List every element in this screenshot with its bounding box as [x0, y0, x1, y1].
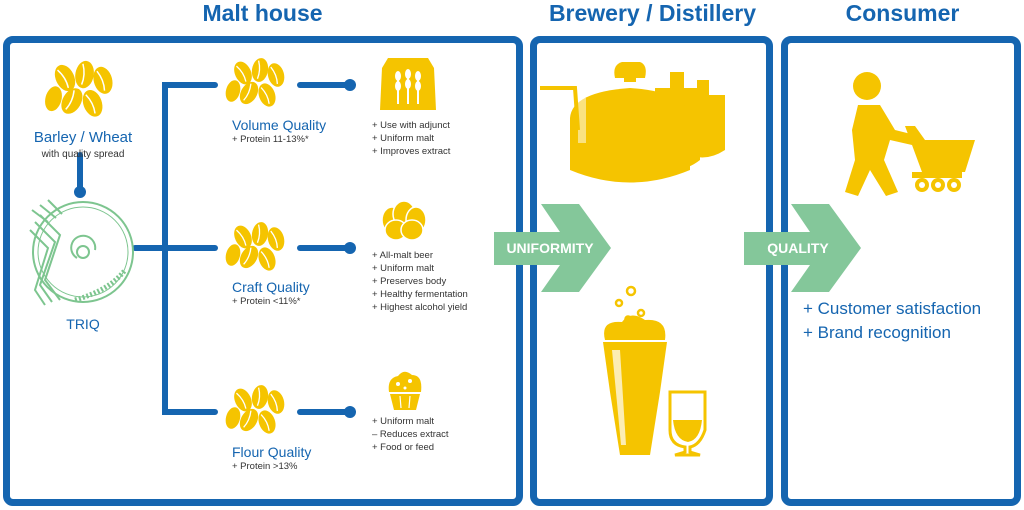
grain-sack-icon: [380, 58, 436, 110]
benefit-item: + Customer satisfaction: [803, 299, 982, 318]
craft-quality-title: Craft Quality: [232, 279, 310, 295]
uniformity-label: UNIFORMITY: [506, 240, 594, 256]
flour-grains-icon: [222, 383, 288, 437]
list-item: + Uniform malt: [372, 133, 435, 144]
craft-quality-bullets: + All-malt beer + Uniform malt + Preserv…: [372, 249, 468, 314]
list-item: – Reduces extract: [372, 429, 449, 440]
whisky-glass-icon: [668, 390, 707, 457]
craft-grains-icon: [222, 220, 288, 274]
beer-glass-icon: [603, 285, 667, 455]
uniformity-arrow: [494, 204, 611, 292]
muffin-icon: [388, 371, 422, 410]
benefit-item: + Brand recognition: [803, 323, 951, 342]
triq-machine-icon: [29, 199, 134, 306]
list-item: + Uniform malt: [372, 263, 435, 274]
list-item: + Healthy fermentation: [372, 289, 468, 300]
brewery-heading: Brewery / Distillery: [548, 0, 757, 26]
list-item: + All-malt beer: [372, 250, 433, 261]
bread-loaf-icon: [381, 200, 427, 241]
list-item: + Uniform malt: [372, 416, 435, 427]
volume-quality-protein: + Protein 11-13%*: [232, 134, 309, 145]
list-item: + Highest alcohol yield: [372, 302, 468, 313]
triq-label: TRIQ: [66, 316, 100, 332]
list-item: + Preserves body: [372, 276, 447, 287]
list-item: + Use with adjunct: [372, 120, 450, 131]
quality-arrow: [744, 204, 861, 292]
craft-quality-protein: + Protein <11%*: [232, 296, 301, 307]
flour-quality-protein: + Protein >13%: [232, 461, 298, 472]
barley-grains-icon: [41, 58, 117, 121]
consumer-benefits: + Customer satisfaction + Brand recognit…: [803, 297, 981, 345]
source-subtitle: with quality spread: [41, 149, 125, 160]
source-title: Barley / Wheat: [33, 129, 133, 146]
quality-label: QUALITY: [767, 240, 829, 256]
volume-grains-icon: [222, 56, 288, 110]
volume-quality-title: Volume Quality: [232, 117, 327, 133]
flow-connectors: [77, 82, 353, 415]
malt-house-heading: Malt house: [202, 0, 323, 26]
consumer-shopping-icon: [845, 72, 975, 196]
volume-quality-bullets: + Use with adjunct + Uniform malt + Impr…: [372, 119, 450, 158]
flour-quality-bullets: + Uniform malt – Reduces extract + Food …: [372, 415, 449, 454]
brew-kettles-icon: [540, 62, 725, 183]
consumer-heading: Consumer: [845, 0, 960, 26]
list-item: + Food or feed: [372, 442, 435, 453]
flour-quality-title: Flour Quality: [232, 444, 312, 460]
list-item: + Improves extract: [372, 146, 451, 157]
